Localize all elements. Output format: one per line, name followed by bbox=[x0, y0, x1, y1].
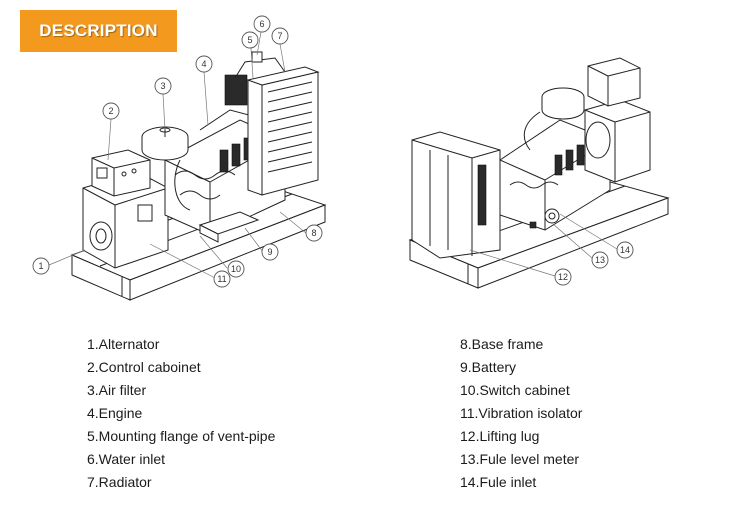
svg-text:5: 5 bbox=[247, 35, 252, 45]
leader-lines bbox=[48, 31, 618, 279]
legend-item: 7.Radiator bbox=[87, 474, 152, 490]
callout-9: 9 bbox=[261, 243, 279, 261]
callout-8: 8 bbox=[305, 224, 323, 242]
callout-13: 13 bbox=[591, 251, 609, 269]
callout-1: 1 bbox=[32, 257, 50, 275]
air-filter-right bbox=[523, 87, 585, 151]
generator-right-view bbox=[408, 57, 670, 289]
air-filter-left bbox=[141, 126, 189, 161]
callout-14: 14 bbox=[616, 241, 634, 259]
legend-left: 1.Alternator 2.Control caboinet 3.Air fi… bbox=[87, 333, 275, 494]
callout-4: 4 bbox=[195, 55, 213, 73]
callout-10: 10 bbox=[227, 260, 245, 278]
svg-text:13: 13 bbox=[595, 255, 605, 265]
control-cabinet-left bbox=[91, 149, 151, 197]
svg-text:9: 9 bbox=[267, 247, 272, 257]
callout-5: 5 bbox=[241, 31, 259, 49]
legend-item: 6.Water inlet bbox=[87, 451, 166, 467]
legend-item: 8.Base frame bbox=[460, 336, 544, 352]
legend-item: 9.Battery bbox=[460, 359, 517, 375]
radiator-right bbox=[411, 131, 501, 259]
legend-item: 4.Engine bbox=[87, 405, 143, 421]
svg-text:6: 6 bbox=[259, 19, 264, 29]
legend-item: 11.Vibration isolator bbox=[460, 405, 583, 421]
generator-diagram: 1 2 3 4 5 6 7 8 9 10 11 12 13 14 bbox=[32, 15, 670, 301]
fuel-level-meter-right bbox=[529, 208, 560, 229]
callout-2: 2 bbox=[102, 102, 120, 120]
radiator-left bbox=[224, 51, 320, 196]
generator-left-view bbox=[70, 51, 327, 301]
svg-text:3: 3 bbox=[160, 81, 165, 91]
svg-text:14: 14 bbox=[620, 245, 630, 255]
callout-11: 11 bbox=[213, 270, 231, 288]
svg-text:11: 11 bbox=[217, 274, 226, 284]
legend-item: 5.Mounting flange of vent-pipe bbox=[87, 428, 276, 444]
svg-text:10: 10 bbox=[231, 264, 241, 274]
battery-left bbox=[198, 211, 260, 243]
alternator-right bbox=[584, 99, 651, 183]
callout-3: 3 bbox=[154, 77, 172, 95]
svg-text:1: 1 bbox=[38, 261, 43, 271]
control-cabinet-right bbox=[587, 57, 641, 107]
alternator-left bbox=[82, 171, 169, 269]
section-title-badge: DESCRIPTION bbox=[20, 10, 177, 52]
svg-text:4: 4 bbox=[201, 59, 206, 69]
legend-item: 3.Air filter bbox=[87, 382, 147, 398]
svg-text:2: 2 bbox=[108, 106, 113, 116]
section-title: DESCRIPTION bbox=[39, 21, 158, 40]
legend-item: 14.Fule inlet bbox=[460, 474, 537, 490]
callout-12: 12 bbox=[554, 268, 572, 286]
svg-text:12: 12 bbox=[558, 272, 568, 282]
callout-6: 6 bbox=[253, 15, 271, 33]
svg-text:8: 8 bbox=[311, 228, 316, 238]
legend-item: 1.Alternator bbox=[87, 336, 160, 352]
legend-item: 13.Fule level meter bbox=[460, 451, 580, 467]
legend-item: 10.Switch cabinet bbox=[460, 382, 570, 398]
svg-text:7: 7 bbox=[277, 31, 282, 41]
legend-item: 12.Lifting lug bbox=[460, 428, 540, 444]
callout-7: 7 bbox=[271, 27, 289, 45]
engine-right bbox=[499, 119, 611, 231]
legend-item: 2.Control caboinet bbox=[87, 359, 201, 375]
legend-right: 8.Base frame 9.Battery 10.Switch cabinet… bbox=[460, 333, 582, 494]
